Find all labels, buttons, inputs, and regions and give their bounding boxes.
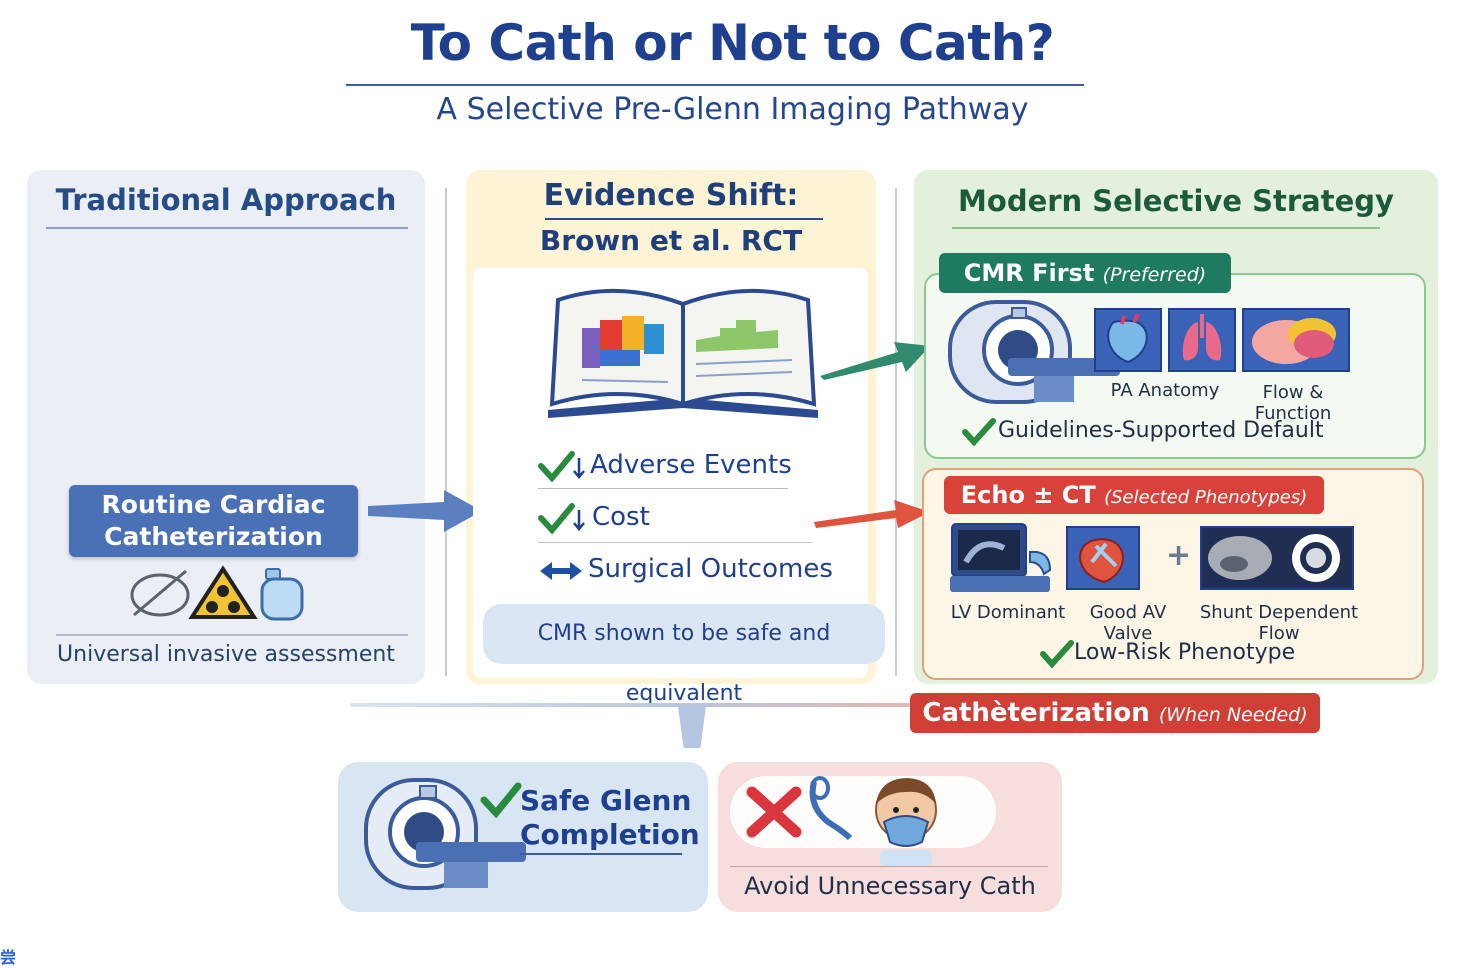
panel-divider-left [445, 188, 447, 676]
echo-label-lv-dominant: LV Dominant [950, 602, 1066, 623]
evidence-heading: Evidence Shift: [543, 178, 799, 213]
cmr-label-pa-anatomy: PA Anatomy [1110, 380, 1220, 401]
traditional-footer-rule [56, 634, 408, 636]
evidence-note: CMR shown to be safe and equivalent [483, 604, 885, 706]
cath-qualifier: (When Needed) [1158, 704, 1308, 726]
bidirectional-arrow-icon [540, 562, 582, 580]
page-title: To Cath or Not to Cath? [410, 14, 1055, 72]
arrow-to-echo-icon [814, 500, 930, 528]
plus-sign: + [1166, 538, 1192, 573]
check-down-icon [538, 451, 585, 482]
evidence-heading-rule [545, 218, 823, 220]
panel-divider-right [895, 188, 897, 676]
routine-cath-box: Routine Cardiac Catheterization [69, 485, 358, 557]
evidence-item-outcomes: Surgical Outcomes [588, 554, 833, 584]
echo-ct-label: Echo ± CT [960, 481, 1096, 509]
radiation-warning-icon [188, 565, 258, 619]
outcome-funnel [678, 706, 706, 748]
page-subtitle: A Selective Pre-Glenn Imaging Pathway [436, 92, 1029, 127]
evidence-subheading: Brown et al. RCT [539, 224, 803, 257]
outcome-connector [350, 703, 910, 707]
modern-heading: Modern Selective Strategy [958, 184, 1394, 218]
avoid-cath-rule [730, 866, 1048, 867]
ct-scan-icon [1200, 526, 1354, 590]
corner-mark: 尝 [0, 948, 17, 967]
flow-function-icon [1242, 308, 1350, 372]
open-book-icon [548, 288, 818, 418]
contrast-bottle-icon [260, 568, 304, 621]
patient-mask-icon [875, 778, 937, 866]
safe-glenn-rule [520, 853, 682, 855]
evidence-item-adverse: Adverse Events [590, 450, 792, 480]
safe-glenn-text: Safe Glenn Completion [520, 784, 700, 852]
traditional-footer: Universal invasive assessment [57, 642, 395, 667]
evidence-item-rule [538, 488, 788, 489]
heart-valve-icon [1066, 526, 1140, 590]
cmr-first-label: CMR First [963, 259, 1095, 287]
check-icon [480, 782, 522, 818]
echo-phenotype-text: Low-Risk Phenotype [1074, 640, 1296, 665]
echo-machine-icon [950, 523, 1052, 592]
title-underline [346, 84, 1084, 86]
avoid-cath-text: Avoid Unnecessary Cath [744, 872, 1036, 900]
check-icon [1040, 640, 1074, 668]
traditional-heading-rule [46, 227, 408, 229]
heart-anatomy-icon [1094, 308, 1162, 372]
traditional-heading: Traditional Approach [55, 183, 397, 217]
safe-glenn-line1: Safe Glenn [520, 784, 692, 817]
cmr-guideline-text: Guidelines-Supported Default [998, 418, 1324, 443]
cross-icon [746, 786, 802, 838]
echo-ct-tag: Echo ± CT (Selected Phenotypes) [944, 476, 1324, 514]
cath-when-needed-tag: Cathèterization (When Needed) [910, 693, 1320, 733]
evidence-item-cost: Cost [592, 502, 650, 532]
lungs-icon [1168, 308, 1236, 372]
routine-cath-line1: Routine Cardiac [101, 490, 326, 519]
cmr-first-tag: CMR First (Preferred) [939, 253, 1231, 293]
routine-cath-line2: Catheterization [104, 522, 323, 551]
evidence-item-rule [538, 542, 812, 543]
echo-label-shunt-flow: Shunt Dependent Flow [1199, 602, 1359, 644]
echo-ct-qualifier: (Selected Phenotypes) [1104, 487, 1308, 508]
cath-label: Cathèterization [922, 698, 1150, 728]
check-icon [962, 418, 996, 446]
cmr-first-qualifier: (Preferred) [1102, 264, 1207, 286]
mri-scanner-icon [364, 778, 526, 890]
catheter-icon [809, 776, 853, 841]
arrow-to-cmr-icon [820, 342, 930, 380]
mri-scanner-icon [948, 300, 1120, 404]
cath-tools-icons [130, 565, 304, 621]
catheter-icon [130, 569, 190, 617]
cmr-label-flow-function: Flow & Function [1254, 382, 1332, 424]
check-down-icon [538, 503, 585, 534]
safe-glenn-line2: Completion [520, 818, 700, 851]
echo-label-good-av-valve: Good AV Valve [1089, 602, 1167, 644]
arrow-to-evidence-icon [368, 490, 482, 532]
modern-heading-rule [952, 227, 1380, 229]
